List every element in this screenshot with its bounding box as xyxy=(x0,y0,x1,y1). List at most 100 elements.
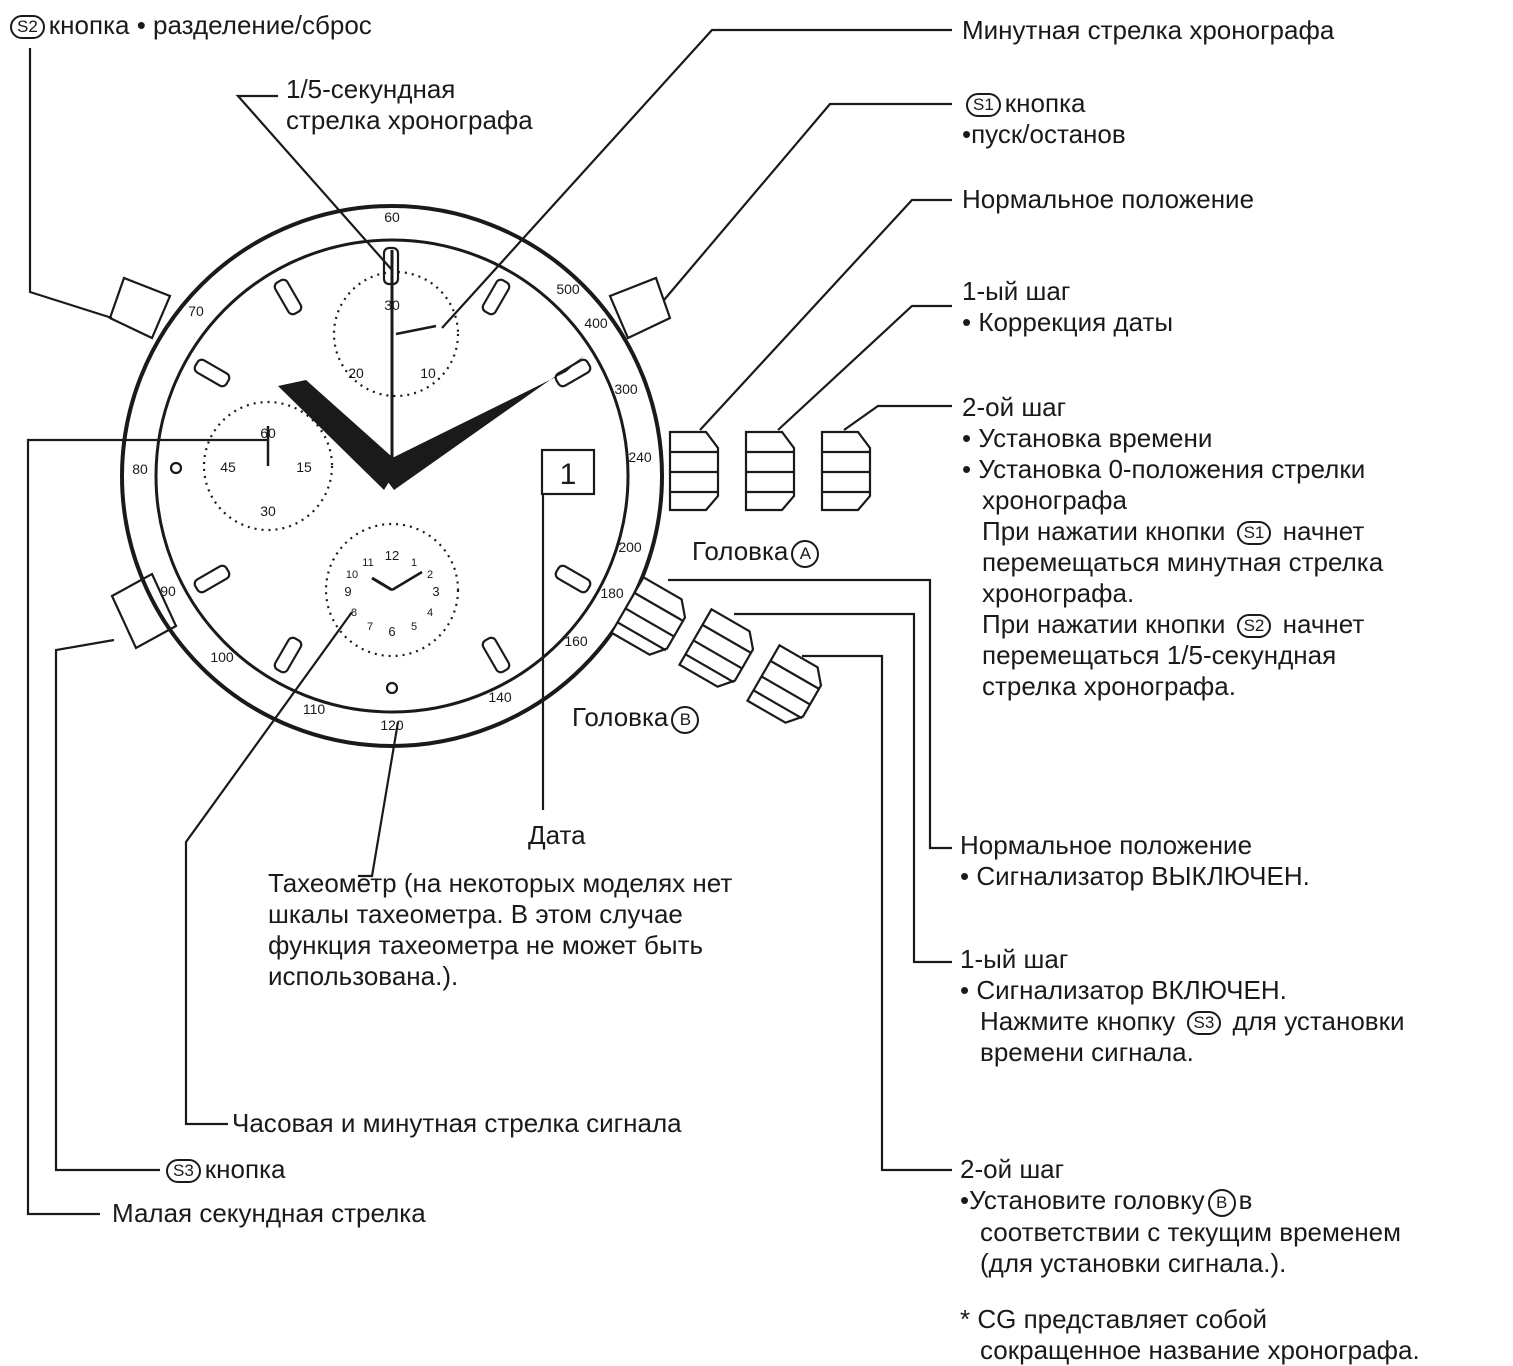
alarm-hour-hand xyxy=(371,576,393,592)
chrono-minute-subdial xyxy=(332,270,460,398)
leader-crownB-step1 xyxy=(734,612,952,964)
alarm-2: 2 xyxy=(427,569,433,581)
hour-marker xyxy=(193,564,231,594)
tachy-300: 300 xyxy=(614,381,638,397)
small-sec-15: 15 xyxy=(296,459,312,475)
cg-note: * CG представляет собой сокращенное назв… xyxy=(960,1304,1420,1365)
date-value: 1 xyxy=(560,458,577,491)
alarm-8: 8 xyxy=(351,607,357,619)
tachy-70: 70 xyxy=(188,303,204,319)
tachy-90: 90 xyxy=(160,583,176,599)
leader-alarm-hands xyxy=(184,611,353,1126)
tachy-80: 80 xyxy=(132,461,148,477)
alarm-11: 11 xyxy=(362,557,373,569)
chrono-minute-hand xyxy=(395,324,437,336)
alarm-3: 3 xyxy=(432,584,439,599)
tachy-110: 110 xyxy=(303,701,326,717)
tachy-200: 200 xyxy=(618,539,642,555)
alarm-5: 5 xyxy=(411,621,417,633)
tachy-100: 100 xyxy=(210,649,234,665)
tachy-180: 180 xyxy=(600,585,624,601)
hour-marker xyxy=(273,278,303,316)
tachy-160: 160 xyxy=(564,633,588,649)
leader-s1 xyxy=(663,102,952,301)
center-pin xyxy=(386,470,398,482)
chrono-min-20: 20 xyxy=(348,365,364,381)
leader-crownA-step2 xyxy=(843,404,952,431)
leader-crownB-normal xyxy=(668,578,952,850)
tachy-400: 400 xyxy=(584,315,608,331)
alarm-12: 12 xyxy=(385,548,399,563)
hour-dot xyxy=(169,461,183,475)
date-label: Дата xyxy=(528,820,586,850)
s1-pusher xyxy=(608,276,672,340)
crown-a-step1 xyxy=(744,430,796,512)
crown-b-step2 xyxy=(745,643,823,724)
small-second-subdial xyxy=(202,400,334,532)
crownA-step2-label: 2-ой шаг • Установка времени • Установка… xyxy=(962,392,1384,701)
crown-a-badge: A xyxy=(791,540,820,568)
tachy-140: 140 xyxy=(488,689,512,705)
crown-b-badge-inline: B xyxy=(1207,1189,1236,1217)
leader-tachymeter xyxy=(358,721,400,878)
s2-pusher xyxy=(108,276,172,340)
crown-a-normal xyxy=(668,430,720,512)
small-second-label: Малая секундная стрелка xyxy=(112,1198,426,1228)
fifth-second-label: 1/5-секундная стрелка хронографа xyxy=(286,74,533,135)
chrono-min-30: 30 xyxy=(384,297,400,313)
s2-badge: S2 xyxy=(10,15,45,39)
s3-badge-inline: S3 xyxy=(1186,1011,1222,1035)
leader-small-second xyxy=(26,438,268,1216)
alarm-9: 9 xyxy=(344,584,351,599)
chrono-minute-label: Минутная стрелка хронографа xyxy=(962,15,1335,45)
date-window xyxy=(540,448,596,496)
small-sec-30: 30 xyxy=(260,503,276,519)
hour-dot xyxy=(385,681,399,695)
leader-crownA-normal xyxy=(699,198,952,431)
s1-badge: S1 xyxy=(966,93,1001,117)
leader-fifth-second xyxy=(235,94,393,271)
leader-chrono-minute xyxy=(441,28,952,329)
alarm-4: 4 xyxy=(427,607,433,619)
minute-hand xyxy=(376,356,584,490)
leader-crownA-step1 xyxy=(777,304,952,431)
hour-marker xyxy=(481,636,511,674)
alarm-1: 1 xyxy=(411,557,417,569)
leader-s2 xyxy=(28,48,113,320)
crown-a-step2 xyxy=(820,430,872,512)
hour-marker xyxy=(193,358,231,388)
bezel-inner xyxy=(154,238,630,714)
alarm-7: 7 xyxy=(367,621,373,633)
crown-b-step1 xyxy=(677,607,755,688)
s3-badge: S3 xyxy=(166,1159,201,1183)
crownB-step1-label: 1-ый шаг • Сигнализатор ВКЛЮЧЕН. Нажмите… xyxy=(960,944,1405,1067)
alarm-6: 6 xyxy=(388,624,395,639)
hour-hand xyxy=(278,380,400,490)
hour-marker xyxy=(554,358,592,388)
s1-badge-inline: S1 xyxy=(1236,521,1272,545)
crownA-step1-label: 1-ый шаг • Коррекция даты xyxy=(962,276,1174,337)
alarm-subdial xyxy=(324,522,460,658)
s2-badge-inline: S2 xyxy=(1236,614,1272,638)
hour-marker xyxy=(273,636,303,674)
s2-text: кнопка • разделение/сброс xyxy=(48,10,372,40)
tachy-120: 120 xyxy=(380,717,404,733)
small-sec-60: 60 xyxy=(260,425,276,441)
leader-s3 xyxy=(54,638,160,1172)
chrono-min-10: 10 xyxy=(420,365,436,381)
alarm-10: 10 xyxy=(346,569,358,581)
hour-marker xyxy=(554,564,592,594)
tachy-60: 60 xyxy=(384,209,400,225)
leader-crownB-step2 xyxy=(802,654,952,1172)
alarm-minute-hand xyxy=(391,570,423,592)
tachymeter-label: Тахеометр (на некоторых моделях нет шкал… xyxy=(268,868,733,991)
crown-b-normal xyxy=(609,575,687,656)
hour-marker xyxy=(481,278,511,316)
crownB-normal-label: Нормальное положение • Сигнализатор ВЫКЛ… xyxy=(960,830,1310,891)
alarm-hands-label: Часовая и минутная стрелка сигнала xyxy=(232,1108,682,1138)
